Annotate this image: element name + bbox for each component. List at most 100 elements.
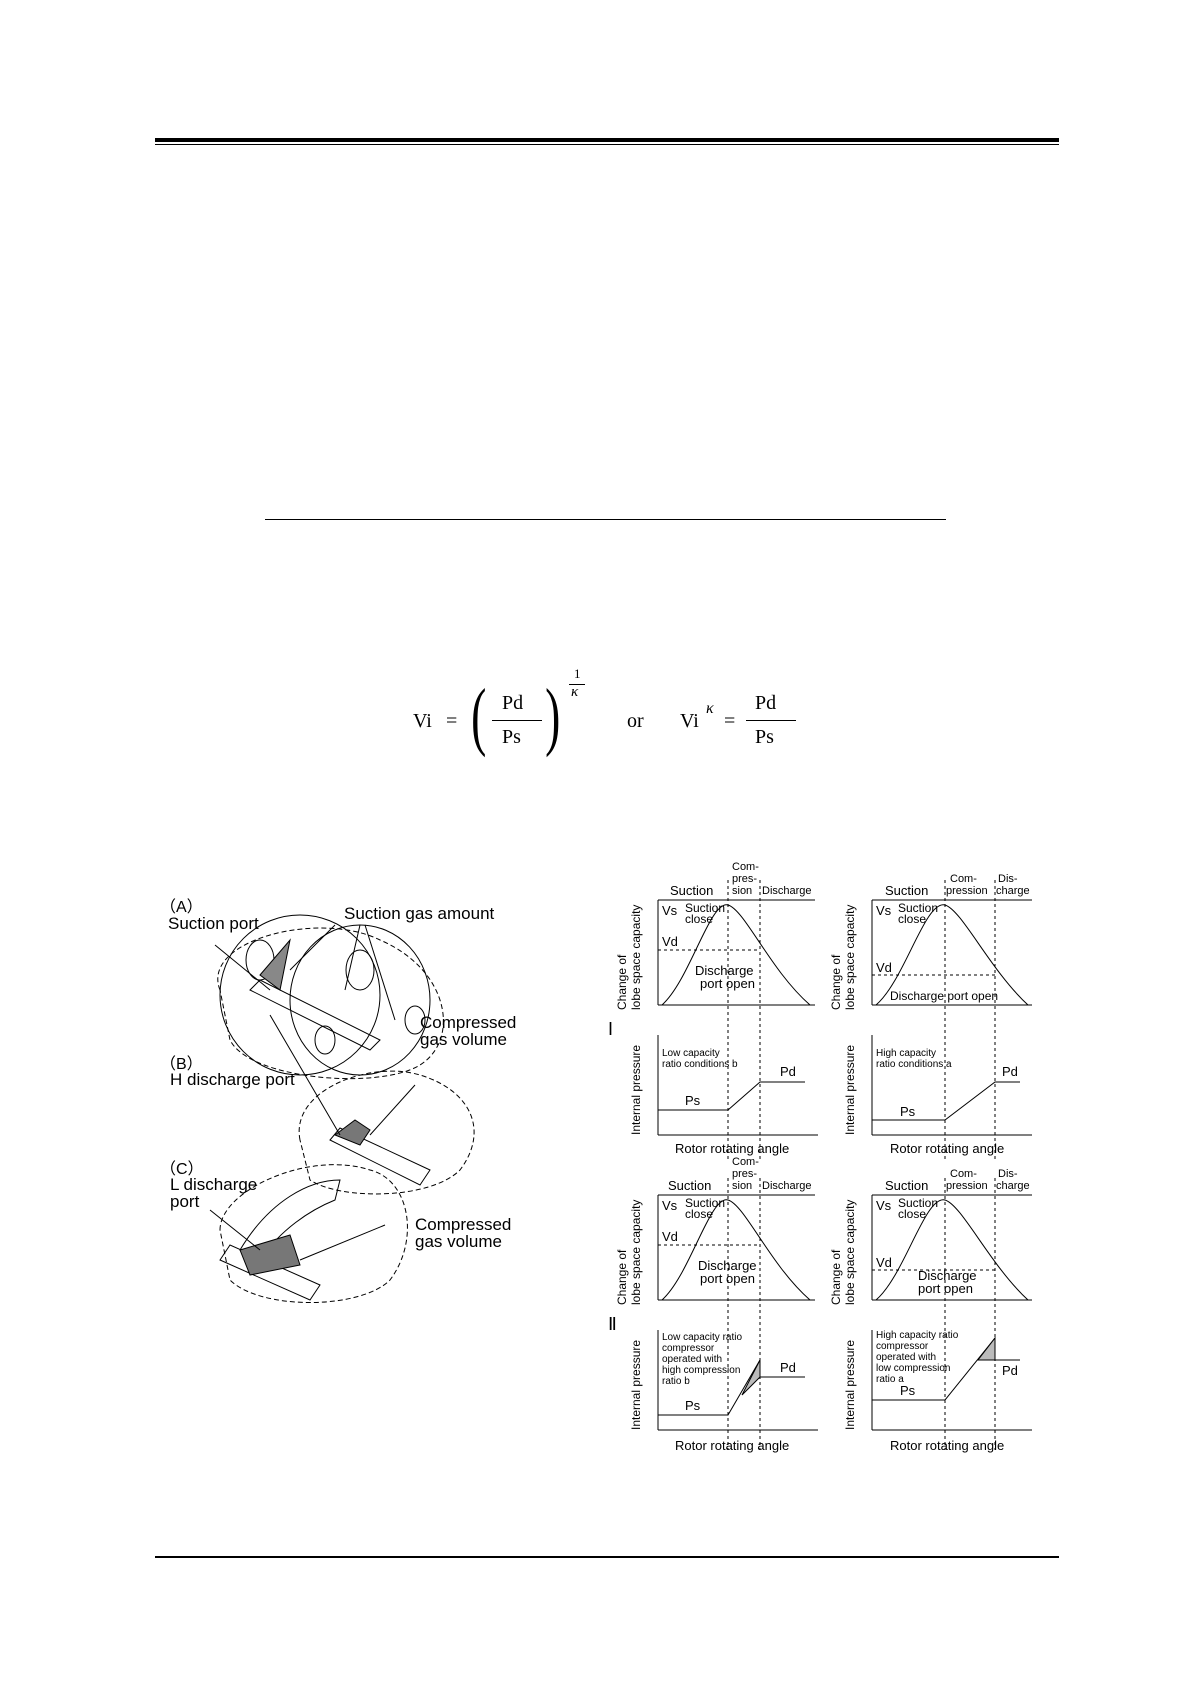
paren-left: (: [471, 674, 487, 758]
p1-cond-2: ratio conditions b: [662, 1059, 738, 1070]
p2-cond-2: ratio conditions a: [876, 1059, 952, 1070]
p4-comp-2: pression: [946, 1180, 988, 1192]
p3-vs: Vs: [662, 1198, 678, 1213]
gas-amount-leader-2: [344, 924, 361, 991]
p3-cond-1: Low capacity ratio: [662, 1332, 742, 1343]
p1-press-curve: [658, 1081, 805, 1111]
p1-pd: Pd: [780, 1064, 796, 1079]
p3-vd: Vd: [662, 1229, 678, 1244]
p3-ylabel-1: Change of: [615, 1249, 629, 1305]
p3-press-ylabel: Internal pressure: [629, 1340, 643, 1430]
formula-den2: Ps: [755, 726, 774, 748]
fraction-bar: [492, 720, 542, 721]
h-discharge-leader: [269, 1014, 341, 1136]
p1-curve: [661, 904, 811, 1006]
compressed-label-1: Compressed: [420, 1013, 517, 1032]
l-discharge-label-2: port: [170, 1192, 200, 1211]
p2-dis-1: Dis-: [998, 873, 1018, 885]
p1-comp-2: pres-: [732, 873, 757, 885]
paren-right: ): [545, 674, 561, 758]
formula-or: or: [627, 710, 644, 732]
p4-press-ylabel: Internal pressure: [843, 1340, 857, 1430]
p1-suction: Suction: [670, 883, 713, 898]
p3-dpo-2: port open: [700, 1271, 755, 1286]
p4-ylabel-1: Change of: [829, 1249, 843, 1305]
header-rule-thin: [155, 144, 1059, 145]
shaft-c: [219, 1244, 321, 1301]
compressed-c-leader: [299, 1224, 386, 1261]
p2-cond-1: High capacity: [876, 1048, 936, 1059]
p1-comp-3: sion: [732, 885, 752, 897]
compressed-b-leader: [369, 1084, 416, 1136]
p3-hatch: [741, 1359, 761, 1396]
p1-sclose-1: Suction: [685, 901, 725, 915]
header-rule: [155, 138, 1059, 142]
p1-xlabel: Rotor rotating angle: [675, 1141, 789, 1156]
p2-press-ylabel: Internal pressure: [843, 1045, 857, 1135]
gas-volume-label-2: gas volume: [415, 1232, 502, 1251]
p3-pd: Pd: [780, 1360, 796, 1375]
p3-suction: Suction: [668, 1178, 711, 1193]
formula-den: Ps: [502, 726, 521, 748]
formula-num2: Pd: [755, 692, 777, 714]
p3-sclose-1: Suction: [685, 1196, 725, 1210]
p2-comp-1: Com-: [950, 873, 977, 885]
p3-cond-3: operated with: [662, 1354, 722, 1365]
p4-suction: Suction: [885, 1178, 928, 1193]
p3-discharge: Discharge: [762, 1180, 812, 1192]
exp-den: κ: [571, 684, 579, 700]
p1-sclose-2: close: [685, 912, 713, 926]
h-discharge-label: H discharge port: [170, 1070, 295, 1089]
rotor-schematic-figure: （A）: [209, 914, 475, 1303]
p2-ylabel-1: Change of: [829, 954, 843, 1010]
formula-lhs2: Vi: [680, 710, 699, 732]
p3-ps: Ps: [685, 1398, 701, 1413]
p4-cond-1: High capacity ratio: [876, 1330, 959, 1341]
p3-comp-2: pres-: [732, 1168, 757, 1180]
p2-ylabel-2: lobe space capacity: [843, 905, 857, 1010]
p4-pd: Pd: [1002, 1363, 1018, 1378]
rotor-a-hole-4: [314, 1025, 336, 1055]
p2-sclose-2: close: [898, 912, 926, 926]
p4-dis-2: charge: [996, 1180, 1030, 1192]
p2-vs: Vs: [876, 903, 892, 918]
p2-dpo: Discharge port open: [890, 989, 998, 1003]
p1-comp-1: Com-: [732, 861, 759, 873]
suction-port-leader: [214, 944, 271, 991]
p4-curve: [875, 1199, 1029, 1301]
p4-cond-4: low compression: [876, 1363, 950, 1374]
p4-vs: Vs: [876, 1198, 892, 1213]
p3-cond-2: compressor: [662, 1343, 715, 1354]
p1-dpo-2: port open: [700, 976, 755, 991]
compressed-gas-c-shading: [239, 1234, 301, 1276]
suction-gas-shading: [259, 938, 291, 991]
p2-xlabel: Rotor rotating angle: [890, 1141, 1004, 1156]
p2-press-curve: [872, 1081, 1020, 1121]
p3-comp-1: Com-: [732, 1156, 759, 1168]
p3-cond-5: ratio b: [662, 1376, 690, 1387]
p4-dpo-1: Discharge: [918, 1268, 977, 1283]
p4-vd: Vd: [876, 1255, 892, 1270]
shaft-b: [329, 1127, 431, 1186]
exp-num: 1: [574, 666, 581, 681]
p4-cond-2: compressor: [876, 1341, 929, 1352]
suction-port-label: Suction port: [168, 914, 259, 933]
rotor-a-hole-3: [404, 1005, 426, 1035]
p1-cond-1: Low capacity: [662, 1048, 720, 1059]
section-rule: [265, 519, 946, 520]
roman-1: I: [608, 1019, 613, 1039]
p2-curve: [875, 904, 1029, 1006]
p3-sclose-2: close: [685, 1207, 713, 1221]
p1-ylabel-2: lobe space capacity: [629, 905, 643, 1010]
p2-comp-2: pression: [946, 885, 988, 897]
p4-sclose-1: Suction: [898, 1196, 938, 1210]
fraction-bar-2: [746, 720, 796, 721]
p4-sclose-2: close: [898, 1207, 926, 1221]
label-b: （B）: [160, 1056, 203, 1073]
housing-a-outline: [217, 927, 444, 1080]
p1-dpo-1: Discharge: [695, 963, 754, 978]
rotor-a-circle-2: [289, 924, 431, 1076]
label-c: （C）: [160, 1161, 204, 1178]
p3-comp-3: sion: [732, 1180, 752, 1192]
p1-ps: Ps: [685, 1093, 701, 1108]
